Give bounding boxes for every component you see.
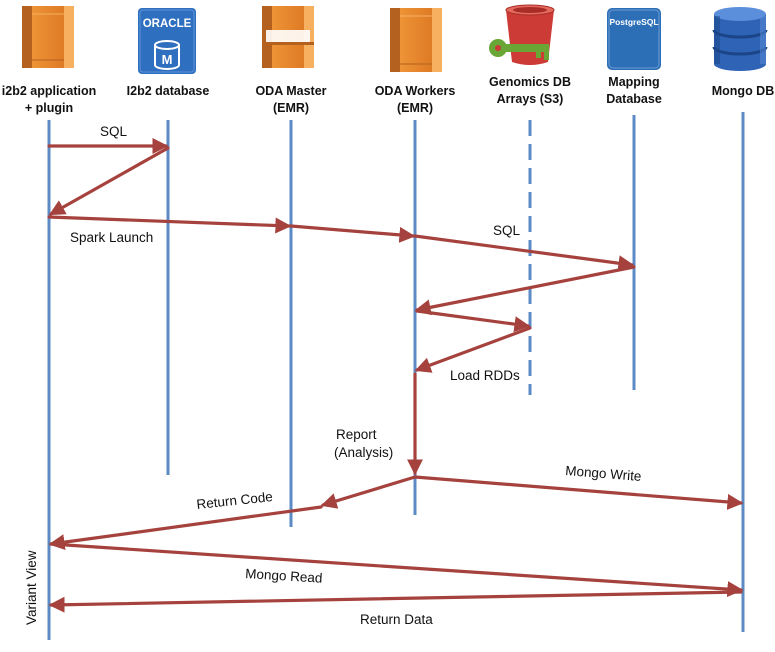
arrow-genomics-request: [415, 309, 531, 333]
svg-text:ORACLE: ORACLE: [143, 18, 192, 30]
actor-label-mapping-db: Mapping: [608, 75, 659, 89]
label-spark-launch: Spark Launch: [70, 230, 153, 245]
arrow-return-code: [320, 475, 417, 509]
aws-emr-icon: [262, 6, 314, 68]
aws-dynamodb-icon: [712, 7, 768, 71]
aws-ec2-icon: [22, 6, 74, 68]
arrow-sql-mapping: [413, 234, 635, 272]
arrow-return-code-app: [48, 505, 323, 551]
label-load-rdds: Load RDDs: [450, 368, 520, 383]
arrow-sql-response: [48, 146, 170, 216]
actor-label-i2b2-app: + plugin: [25, 101, 73, 115]
label-mongo-write: Mongo Write: [565, 463, 642, 484]
actor-label-genomics-db: Genomics DB: [489, 75, 571, 89]
label-variant-view: Variant View: [24, 550, 39, 625]
arrow-spark-launch-workers: [289, 224, 416, 243]
arrow-mapping-response: [414, 265, 636, 316]
actor-label-mongo-db: Mongo DB: [712, 84, 774, 98]
actor-label-genomics-db: Arrays (S3): [497, 92, 564, 106]
label-return-code: Return Code: [196, 489, 274, 512]
label-return-data: Return Data: [360, 612, 433, 627]
actor-label-i2b2-app: i2b2 application: [2, 84, 96, 98]
arrow-mongo-read: [49, 542, 744, 598]
label-sql-1: SQL: [100, 124, 128, 139]
label-sql-2: SQL: [493, 223, 521, 238]
arrow-spark-launch: [47, 215, 292, 234]
svg-text:PostgreSQL: PostgreSQL: [609, 17, 658, 27]
s3-bucket-key-icon: [489, 4, 555, 65]
arrow-return-data: [48, 590, 743, 613]
actor-label-oda-master: (EMR): [273, 101, 309, 115]
svg-text:M: M: [162, 52, 173, 67]
arrow-load-rdds: [414, 326, 532, 373]
arrow-mongo-write: [413, 475, 744, 510]
postgresql-icon: PostgreSQL: [607, 8, 661, 70]
oracle-database-icon: ORACLE M: [138, 8, 196, 74]
actor-label-oda-workers: ODA Workers: [375, 84, 456, 98]
actor-label-mapping-db: Database: [606, 92, 662, 106]
actor-label-oda-master: ODA Master: [255, 84, 326, 98]
label-mongo-read: Mongo Read: [245, 566, 323, 586]
label-report-analysis: (Analysis): [334, 445, 393, 460]
actor-label-i2b2-db: I2b2 database: [127, 84, 210, 98]
label-report: Report: [336, 427, 377, 442]
actor-label-oda-workers: (EMR): [397, 101, 433, 115]
aws-ec2-icon: [390, 8, 442, 72]
